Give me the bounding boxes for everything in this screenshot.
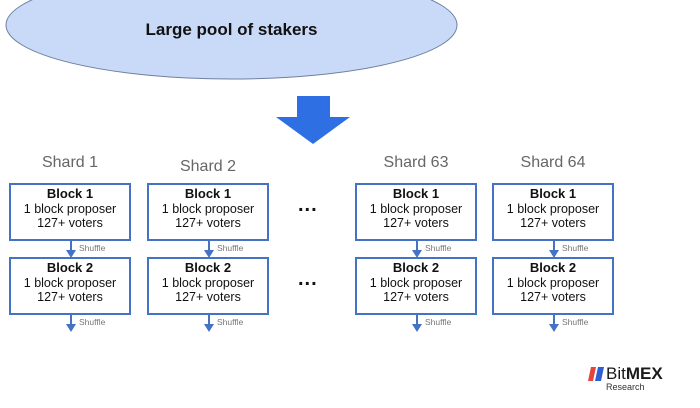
block-proposer: 1 block proposer xyxy=(506,275,600,290)
block-title: Block 2 xyxy=(184,260,232,275)
block-title: Block 1 xyxy=(392,186,440,201)
shuffle-connector: Shuffle xyxy=(203,313,263,333)
block-title: Block 1 xyxy=(184,186,232,201)
bitmex-logo-mark-icon xyxy=(588,367,604,381)
block-proposer: 1 block proposer xyxy=(23,201,117,216)
shuffle-connector: Shuffle xyxy=(411,313,471,333)
block-title: Block 1 xyxy=(529,186,577,201)
shuffle-arrow-icon xyxy=(204,239,214,258)
shuffle-arrow-icon xyxy=(549,313,559,332)
block-proposer: 1 block proposer xyxy=(506,201,600,216)
shard-label: Shard 64 xyxy=(520,154,586,171)
shuffle-connector: Shuffle xyxy=(548,239,608,259)
shuffle-label: Shuffle xyxy=(425,317,452,327)
block-title: Block 1 xyxy=(46,186,94,201)
shuffle-connector: Shuffle xyxy=(65,313,125,333)
block-voters: 127+ voters xyxy=(520,290,586,304)
block-voters: 127+ voters xyxy=(175,216,241,230)
shard-label: Shard 2 xyxy=(179,158,237,175)
shuffle-arrow-icon xyxy=(66,239,76,258)
shuffle-arrow-icon xyxy=(204,313,214,332)
shuffle-connector: Shuffle xyxy=(203,239,263,259)
shuffle-label: Shuffle xyxy=(79,243,106,253)
logo-subtitle: Research xyxy=(606,382,645,392)
down-arrow-icon xyxy=(276,96,350,144)
shuffle-arrow-icon xyxy=(412,239,422,258)
block-voters: 127+ voters xyxy=(175,290,241,304)
shuffle-label: Shuffle xyxy=(217,243,244,253)
block-proposer: 1 block proposer xyxy=(369,275,463,290)
block-proposer: 1 block proposer xyxy=(161,201,255,216)
shuffle-label: Shuffle xyxy=(217,317,244,327)
block-title: Block 2 xyxy=(529,260,577,275)
ellipsis-row-2: ... xyxy=(298,268,318,290)
shuffle-label: Shuffle xyxy=(425,243,452,253)
block-proposer: 1 block proposer xyxy=(369,201,463,216)
shuffle-connector: Shuffle xyxy=(65,239,125,259)
shuffle-arrow-icon xyxy=(412,313,422,332)
block-title: Block 2 xyxy=(392,260,440,275)
pool-title: Large pool of stakers xyxy=(145,20,318,39)
shard-label: Shard 1 xyxy=(41,154,99,171)
shuffle-arrow-icon xyxy=(66,313,76,332)
shard-label: Shard 63 xyxy=(383,154,449,171)
shuffle-connector: Shuffle xyxy=(548,313,608,333)
shuffle-label: Shuffle xyxy=(79,317,106,327)
block-proposer: 1 block proposer xyxy=(161,275,255,290)
block-proposer: 1 block proposer xyxy=(23,275,117,290)
ellipsis-row-1: ... xyxy=(298,194,318,216)
logo-wordmark: BitMEX xyxy=(606,364,663,383)
shuffle-label: Shuffle xyxy=(562,243,589,253)
shuffle-connector: Shuffle xyxy=(411,239,471,259)
block-title: Block 2 xyxy=(46,260,94,275)
shuffle-label: Shuffle xyxy=(562,317,589,327)
shuffle-arrow-icon xyxy=(549,239,559,258)
block-voters: 127+ voters xyxy=(383,216,449,230)
block-voters: 127+ voters xyxy=(37,290,103,304)
bitmex-research-logo: BitMEX Research xyxy=(588,364,688,394)
block-voters: 127+ voters xyxy=(37,216,103,230)
staker-pool-ellipse xyxy=(5,0,458,80)
block-voters: 127+ voters xyxy=(383,290,449,304)
block-voters: 127+ voters xyxy=(520,216,586,230)
